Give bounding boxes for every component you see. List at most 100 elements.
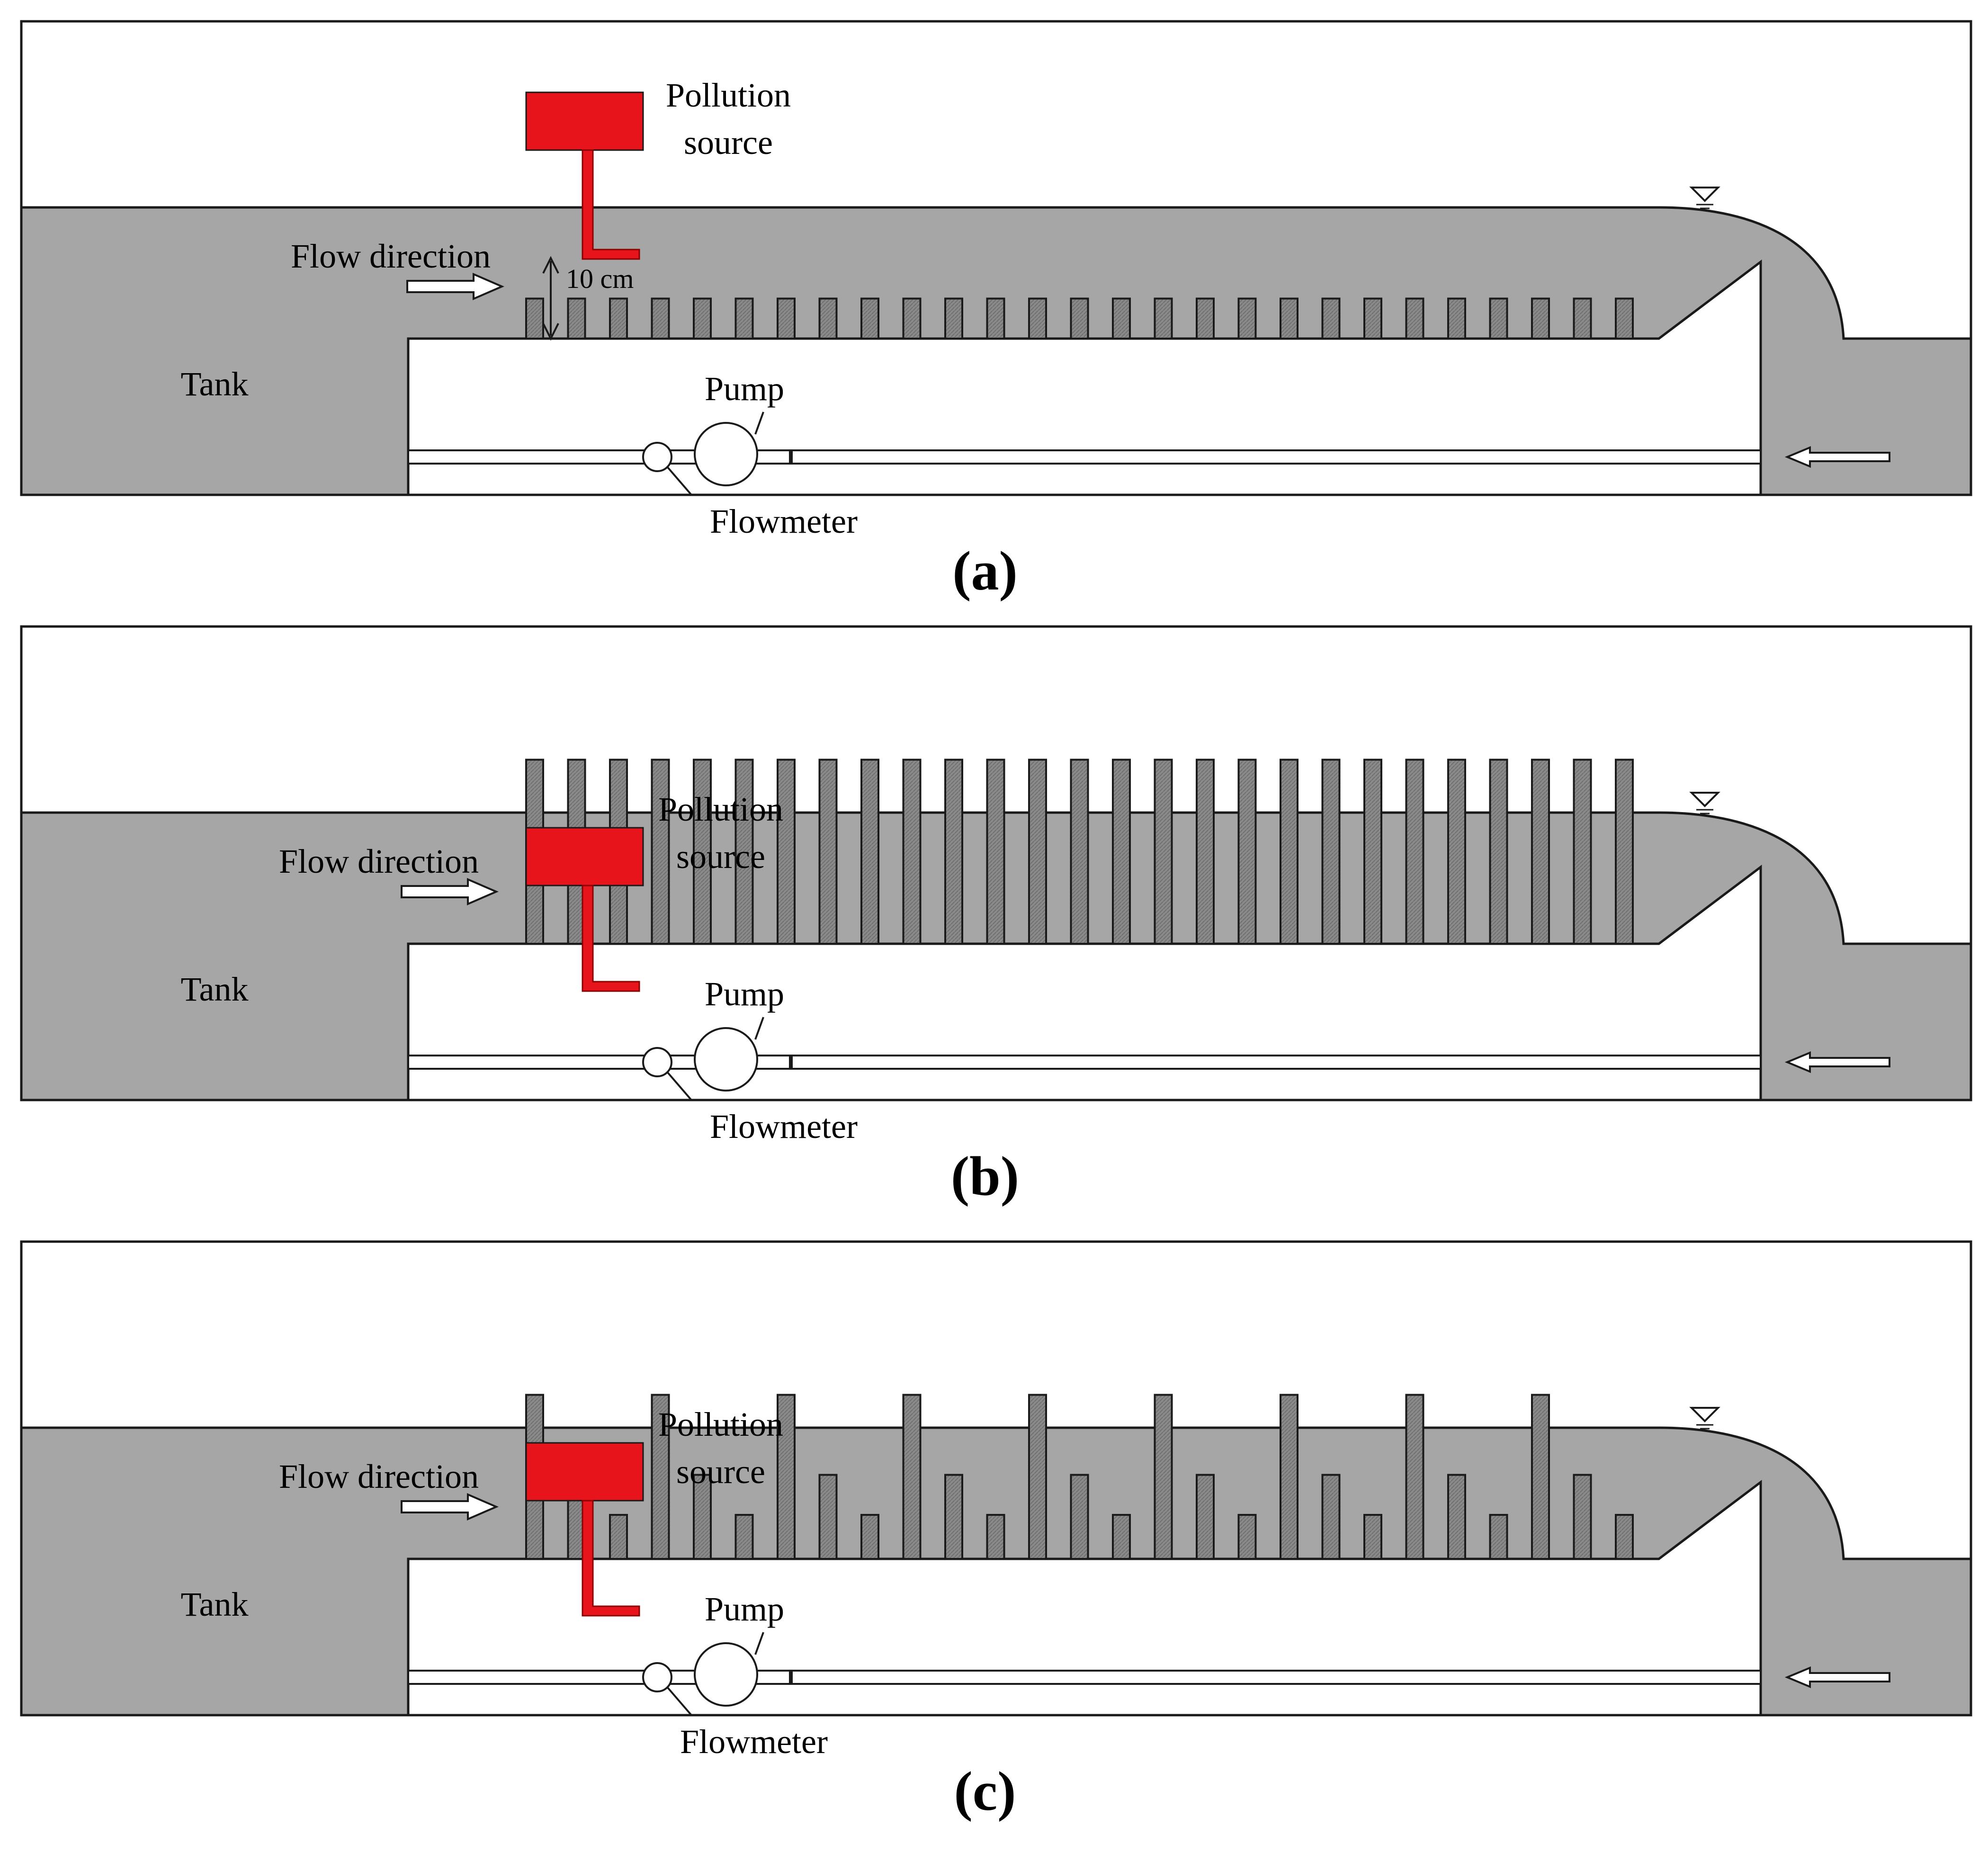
vegetation-stem	[1447, 759, 1466, 945]
flowmeter-symbol	[642, 1047, 672, 1077]
vegetation-stem	[1196, 297, 1215, 340]
pollution-source-label: source	[684, 124, 773, 161]
water-level-icon	[1689, 792, 1720, 807]
flow-direction-arrow	[401, 877, 499, 906]
water-level-icon	[1689, 1407, 1720, 1423]
pollution-source-label: source	[676, 838, 765, 876]
water-level-icon	[1689, 187, 1720, 202]
vegetation-stem	[1405, 759, 1424, 945]
vegetation-stem	[1237, 1514, 1257, 1560]
pollution-source-label: Pollution	[666, 76, 791, 114]
pollution-source-label: Pollution	[658, 790, 783, 828]
vegetation-stem	[1531, 1394, 1550, 1560]
vegetation-stem	[734, 1514, 754, 1560]
tank-label: Tank	[181, 1585, 249, 1623]
vegetation-stem	[1363, 1514, 1382, 1560]
pump-symbol	[694, 1027, 758, 1092]
pollution-source-box	[525, 827, 644, 886]
vegetation-stem	[1154, 297, 1173, 340]
vegetation-stem	[944, 759, 963, 945]
flow-direction-label: Flow direction	[291, 237, 491, 275]
return-flow-arrow	[1784, 1051, 1890, 1073]
flow-direction-arrow	[406, 272, 505, 301]
vegetation-stem	[1321, 759, 1341, 945]
vegetation-stem	[1363, 297, 1382, 340]
vegetation-stem	[1405, 1394, 1424, 1560]
vegetation-stem	[818, 1474, 838, 1560]
vegetation-stem	[860, 297, 879, 340]
flowmeter-symbol	[642, 1662, 672, 1692]
vegetation-stem	[1280, 759, 1298, 945]
flowmeter-leader	[667, 1687, 692, 1716]
vegetation-stem	[944, 297, 963, 340]
panel-caption: (c)	[954, 1760, 1016, 1822]
panel-caption: (a)	[952, 540, 1018, 602]
vegetation-stem	[567, 297, 586, 340]
pollution-source-box	[525, 1442, 644, 1502]
flow-direction-label: Flow direction	[279, 842, 479, 880]
vegetation-stem	[860, 1514, 879, 1560]
water-body	[20, 811, 1972, 1101]
vegetation-stem	[1070, 1474, 1089, 1560]
water-body	[20, 206, 1972, 496]
vegetation-stem	[777, 297, 796, 340]
return-pipe	[407, 1670, 1762, 1685]
vegetation-stem	[777, 759, 796, 945]
vegetation-stem	[693, 297, 712, 340]
tank-label: Tank	[181, 365, 249, 403]
vegetation-stem	[986, 1514, 1005, 1560]
vegetation-stem	[1531, 297, 1550, 340]
vegetation-stem	[1531, 759, 1550, 945]
vegetation-stem	[1363, 759, 1382, 945]
dimension-label: 10 cm	[566, 263, 634, 294]
vegetation-stem	[1237, 297, 1257, 340]
vegetation-stem	[818, 759, 838, 945]
pump-label: Pump	[705, 975, 784, 1013]
pump-symbol	[694, 422, 758, 486]
vegetation-stem	[693, 1474, 712, 1560]
flow-direction-label: Flow direction	[279, 1458, 479, 1495]
pump-leader	[754, 1017, 764, 1040]
vegetation-stem	[651, 759, 670, 945]
vegetation-stem	[860, 759, 879, 945]
pollution-injector	[582, 1500, 640, 1617]
vegetation-stem	[1112, 297, 1131, 340]
flowmeter-leader	[667, 466, 692, 496]
vegetation-stem	[1321, 1474, 1341, 1560]
vegetation-stem	[986, 759, 1005, 945]
tank-label: Tank	[181, 970, 249, 1008]
vegetation-stem	[986, 297, 1005, 340]
flowmeter-leader	[667, 1072, 692, 1101]
vegetation-stem	[609, 1514, 628, 1560]
pollution-source-label: Pollution	[658, 1405, 783, 1443]
panel-caption: (b)	[951, 1145, 1019, 1207]
vegetation-stem	[1028, 297, 1047, 340]
flowmeter-label: Flowmeter	[710, 1108, 858, 1145]
flowmeter-symbol	[642, 442, 672, 472]
vegetation-stem	[609, 297, 628, 340]
return-flow-arrow	[1784, 1666, 1890, 1688]
vegetation-stem	[1237, 759, 1257, 945]
vegetation-stem	[525, 297, 544, 340]
pollution-source-label: source	[676, 1453, 765, 1491]
vegetation-stem	[1112, 1514, 1131, 1560]
vegetation-stem	[1280, 297, 1298, 340]
vegetation-stem	[651, 297, 670, 340]
vegetation-stem	[734, 759, 754, 945]
vegetation-stem	[902, 297, 922, 340]
vegetation-stem	[1573, 297, 1592, 340]
return-flow-arrow	[1784, 446, 1890, 468]
vegetation-stem	[1447, 297, 1466, 340]
vegetation-stem	[1196, 1474, 1215, 1560]
flow-direction-arrow	[401, 1493, 499, 1521]
vegetation-stem	[1573, 759, 1592, 945]
vegetation-stem	[1154, 759, 1173, 945]
return-pipe	[407, 449, 1762, 465]
vegetation-stem	[651, 1394, 670, 1560]
vegetation-stem	[1489, 297, 1508, 340]
pollution-injector	[582, 885, 640, 992]
vegetation-stem	[902, 759, 922, 945]
pump-label: Pump	[705, 370, 784, 408]
